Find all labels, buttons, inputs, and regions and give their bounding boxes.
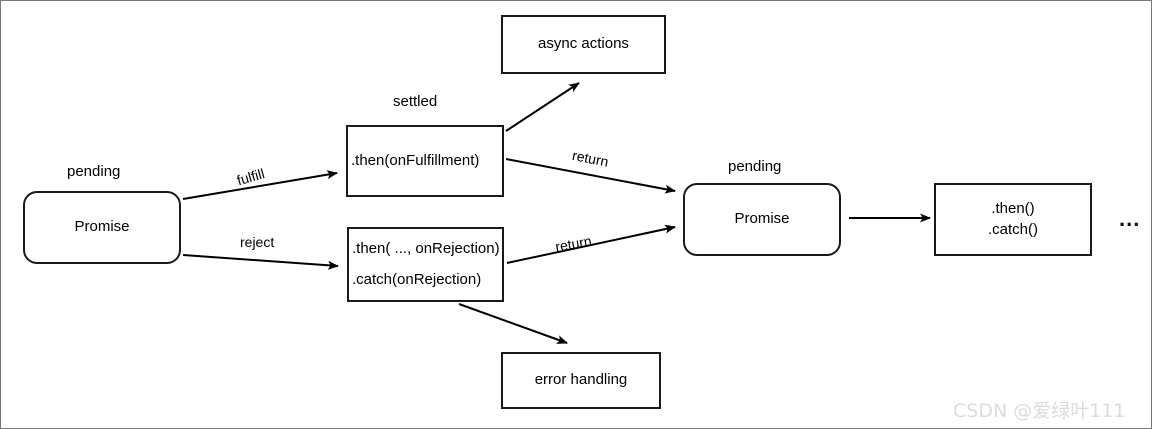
edge-label-return-bottom: return — [554, 232, 593, 255]
edge-label-return-top: return — [570, 147, 610, 170]
node-async-actions-label: async actions — [538, 35, 629, 53]
node-then-onfulfillment-label: .then(onFulfillment) — [351, 151, 480, 169]
node-catch-onrejection-line2: .catch(onRejection) — [352, 271, 482, 289]
edge-label-reject: reject — [240, 234, 275, 250]
node-then-onfulfillment[interactable]: .then(onFulfillment) — [346, 125, 504, 197]
node-promise-left-label: Promise — [74, 218, 130, 236]
node-error-handling-label: error handling — [534, 371, 628, 389]
continuation-ellipsis: ... — [1119, 206, 1141, 231]
node-promise-left[interactable]: Promise — [23, 191, 181, 264]
node-catch-onrejection[interactable]: .then( ..., onRejection) .catch(onReject… — [347, 227, 504, 302]
watermark: CSDN @爱绿叶111 — [953, 400, 1126, 422]
caption-pending-right: pending — [728, 158, 782, 175]
node-async-actions[interactable]: async actions — [501, 15, 666, 74]
node-error-handling[interactable]: error handling — [501, 352, 661, 409]
node-then-catch-chain-line2: .catch() — [987, 220, 1038, 238]
arrow-async-actions — [505, 82, 580, 132]
caption-pending-left: pending — [67, 163, 121, 180]
arrow-reject — [182, 254, 339, 270]
node-promise-right[interactable]: Promise — [683, 183, 841, 256]
caption-settled: settled — [393, 93, 438, 110]
node-then-catch-chain[interactable]: .then() .catch() — [934, 183, 1092, 256]
node-catch-onrejection-line1: .then( ..., onRejection) — [352, 239, 500, 257]
node-promise-right-label: Promise — [734, 210, 790, 228]
node-then-catch-chain-line1: .then() — [991, 200, 1035, 218]
edge-label-fulfill: fulfill — [235, 165, 267, 189]
arrow-error-handling — [458, 303, 568, 344]
